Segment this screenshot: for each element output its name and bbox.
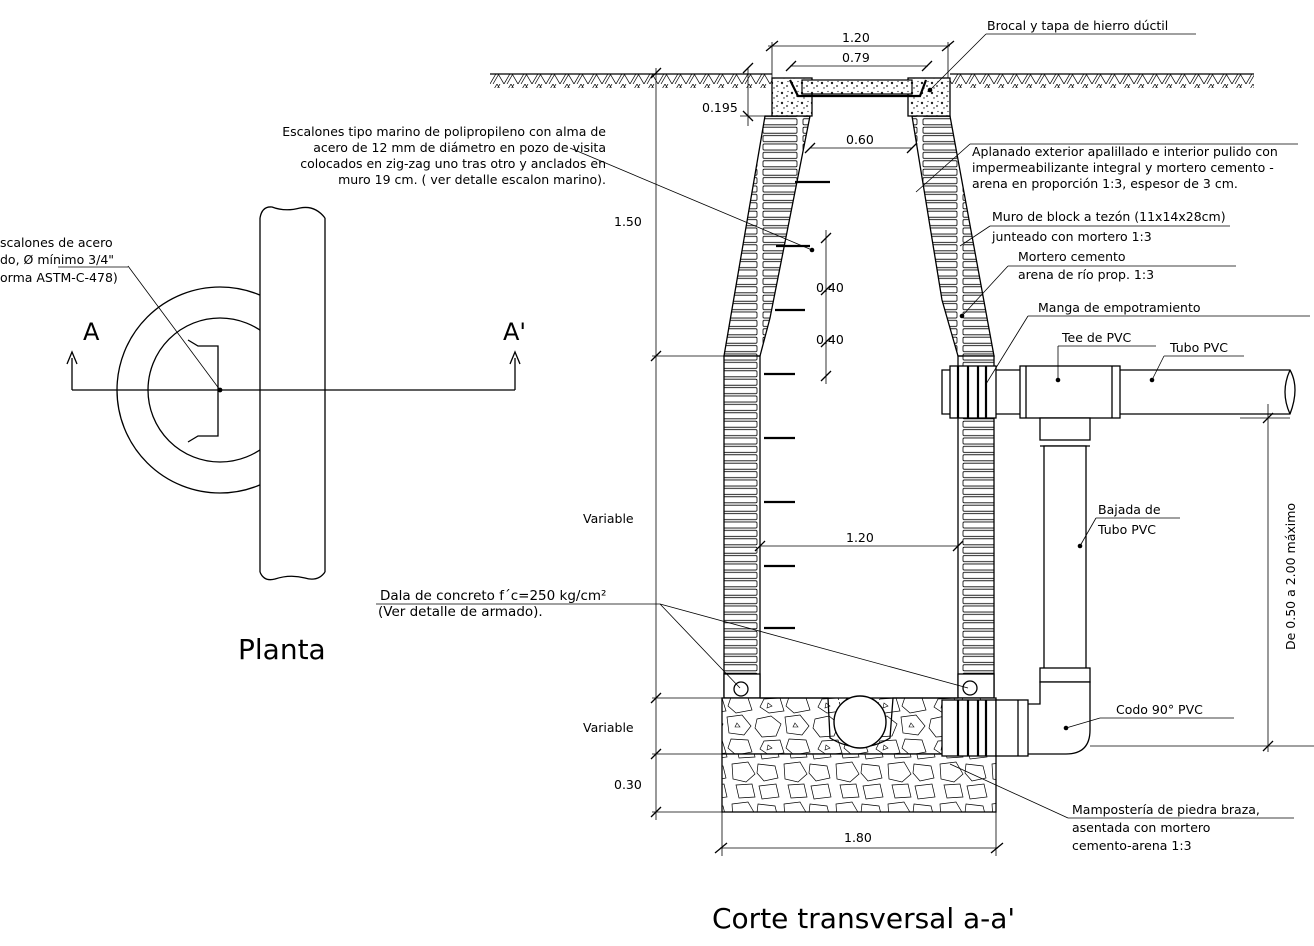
dim-top-width: 1.20 — [842, 30, 870, 45]
dim-cone-height: 1.50 — [614, 214, 642, 229]
section-title: Corte transversal a-a' — [712, 902, 1015, 935]
plan-title: Planta — [238, 633, 326, 666]
plan-note-line1: scalones de acero — [0, 235, 113, 250]
label-escalones-3: colocados en zig-zag uno tras otro y anc… — [300, 156, 606, 171]
label-mamposteria-3: cemento-arena 1:3 — [1072, 838, 1192, 853]
label-escalones-2: acero de 12 mm de diámetro en pozo de vi… — [313, 140, 606, 155]
label-bajada-2: Tubo PVC — [1097, 522, 1156, 537]
label-dala-2: (Ver detalle de armado). — [378, 604, 543, 620]
plan-step-bracket — [187, 339, 219, 443]
label-muro-2: junteado con mortero 1:3 — [991, 229, 1152, 244]
manhole-lid — [801, 79, 913, 95]
marine-steps — [764, 180, 830, 630]
dim-step-spacing-2: 0.40 — [816, 332, 844, 347]
plan-pipe-bottom-break — [259, 571, 326, 581]
label-muro-1: Muro de block a tezón (11x14x28cm) — [992, 209, 1226, 224]
dimension-lines — [650, 40, 1314, 856]
manhole-lid-frame — [789, 79, 928, 98]
plan-note-line2: do, Ø mínimo 3/4" — [0, 252, 114, 267]
label-tubo: Tubo PVC — [1169, 340, 1228, 355]
dim-base-width: 1.80 — [844, 830, 872, 845]
mamposteria-base — [721, 753, 997, 813]
label-mamposteria-1: Mampostería de piedra braza, — [1072, 802, 1260, 817]
label-aplanado-1: Aplanado exterior apalillado e interior … — [972, 144, 1278, 159]
plan-note-line3: orma ASTM-C-478) — [0, 270, 118, 285]
label-bajada-1: Bajada de — [1098, 502, 1161, 517]
label-aplanado-2: impermeabilizante integral y mortero cem… — [972, 160, 1274, 175]
pvc-pipes — [941, 365, 1296, 757]
section-label-a: A — [83, 318, 100, 346]
label-mamposteria-2: asentada con mortero — [1072, 820, 1210, 835]
dim-base-height: Variable — [583, 720, 634, 735]
annotation-leaders — [376, 33, 1310, 819]
left-cone-wall — [723, 115, 811, 357]
dim-neck-height: 0.195 — [702, 100, 738, 115]
dim-step-spacing-1: 0.40 — [816, 280, 844, 295]
dim-neck-width: 0.60 — [846, 132, 874, 147]
label-escalones-4: muro 19 cm. ( ver detalle escalon marino… — [338, 172, 606, 187]
plan-pipe-top-break — [259, 206, 326, 219]
outlet-pipe-section — [833, 695, 887, 749]
bajada-tubo-pvc — [1043, 445, 1087, 673]
dim-drop-height: De 0.50 a 2.00 máximo — [1283, 503, 1298, 650]
plan-view: A A' scalones de acero do, Ø mínimo 3/4"… — [0, 206, 526, 666]
annotation-texts: Brocal y tapa de hierro dúctil Escalones… — [282, 18, 1278, 853]
label-manga: Manga de empotramiento — [1038, 300, 1201, 315]
label-tee: Tee de PVC — [1061, 330, 1132, 345]
plan-leader — [127, 265, 221, 391]
ground — [490, 73, 1254, 88]
dim-wall-height: Variable — [583, 511, 634, 526]
dim-inner-width: 1.20 — [846, 530, 874, 545]
dimension-texts: 1.20 0.79 0.195 0.60 1.50 0.40 0.40 1.20… — [583, 30, 1298, 845]
label-codo: Codo 90° PVC — [1116, 702, 1203, 717]
section-label-a-prime: A' — [503, 318, 526, 346]
left-wall — [723, 355, 761, 697]
tee-pvc — [1019, 365, 1121, 419]
dim-lid-width: 0.79 — [842, 50, 870, 65]
label-mortero-2: arena de río prop. 1:3 — [1018, 267, 1154, 282]
label-mortero-1: Mortero cemento — [1018, 249, 1126, 264]
label-aplanado-3: arena en proporción 1:3, espesor de 3 cm… — [972, 176, 1238, 191]
label-dala-1: Dala de concreto f´c=250 kg/cm² — [380, 588, 606, 604]
label-escalones-1: Escalones tipo marino de polipropileno c… — [282, 124, 606, 139]
dala-left — [723, 673, 761, 699]
dim-base-thickness: 0.30 — [614, 777, 642, 792]
label-brocal: Brocal y tapa de hierro dúctil — [987, 18, 1168, 33]
